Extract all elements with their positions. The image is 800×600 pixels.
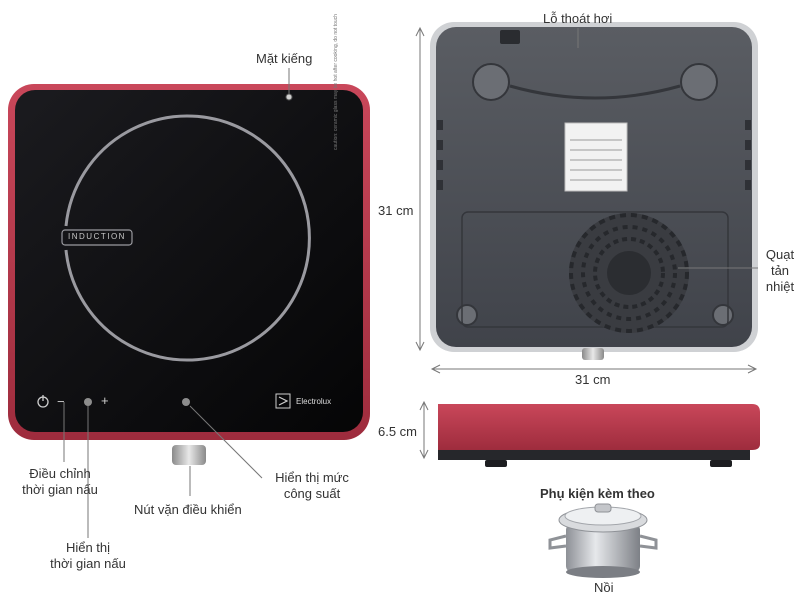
pot-label: Nồi bbox=[594, 580, 614, 595]
thickness-dimension: 6.5 cm bbox=[378, 424, 418, 440]
brand-label: Electrolux bbox=[296, 397, 332, 406]
control-knob bbox=[172, 445, 206, 465]
power-indicator-dot bbox=[182, 398, 190, 406]
induction-badge-frame bbox=[61, 229, 133, 246]
width-dimension: 31 cm bbox=[575, 372, 611, 387]
minus-symbol: − bbox=[57, 394, 65, 409]
timer-adjust-line2: thời gian nấu bbox=[22, 482, 98, 497]
glass-surface bbox=[15, 90, 363, 432]
electrolux-logo-icon bbox=[275, 393, 291, 409]
cooling-fan-line3: nhiệt bbox=[765, 279, 795, 294]
timer-adjust-line1: Điều chỉnh bbox=[29, 466, 91, 481]
accessories-title: Phụ kiện kèm theo bbox=[540, 486, 655, 501]
rubber-foot bbox=[712, 304, 734, 326]
steam-vent bbox=[500, 30, 520, 44]
spec-label bbox=[564, 122, 628, 192]
cooling-fan-callout: Quạt tản nhiệt bbox=[760, 247, 800, 295]
height-dimension: 31 cm bbox=[378, 203, 414, 219]
power-display-line1: Hiển thị mức bbox=[275, 470, 349, 485]
rubber-foot bbox=[680, 63, 718, 101]
cooling-fan-line1: Quạt bbox=[765, 247, 795, 262]
rubber-foot bbox=[456, 304, 478, 326]
left-leader-lines bbox=[63, 68, 293, 538]
cooktop-top-view bbox=[8, 84, 370, 465]
timer-indicator-dot bbox=[84, 398, 92, 406]
cooking-zone-ring bbox=[64, 114, 311, 362]
induction-label: INDUCTION bbox=[68, 232, 126, 241]
side-vents bbox=[437, 120, 751, 190]
pot-icon bbox=[548, 503, 658, 578]
cooktop-side-view bbox=[438, 404, 760, 467]
control-knob-callout: Nút vặn điều khiển bbox=[134, 502, 242, 517]
cooktop-bottom-view bbox=[430, 22, 758, 360]
power-display-callout: Hiển thị mức công suất bbox=[258, 470, 366, 502]
timer-display-callout: Hiển thị thời gian nấu bbox=[30, 540, 146, 572]
right-leader-lines bbox=[415, 26, 758, 460]
caution-text: caution: ceramic glass may be hot after … bbox=[333, 14, 339, 150]
cooling-fan-line2: tản bbox=[770, 263, 790, 278]
cooling-fan-icon bbox=[569, 213, 689, 333]
timer-display-line1: Hiển thị bbox=[65, 540, 111, 555]
plus-symbol: + bbox=[101, 393, 109, 408]
steam-vent-callout: Lỗ thoát hơi bbox=[543, 11, 613, 26]
timer-adjust-callout: Điều chỉnh thời gian nấu bbox=[2, 466, 118, 498]
glass-top-callout: Mặt kiếng bbox=[256, 51, 313, 66]
rubber-foot bbox=[472, 63, 510, 101]
timer-display-line2: thời gian nấu bbox=[50, 556, 126, 571]
power-display-line2: công suất bbox=[283, 486, 341, 501]
